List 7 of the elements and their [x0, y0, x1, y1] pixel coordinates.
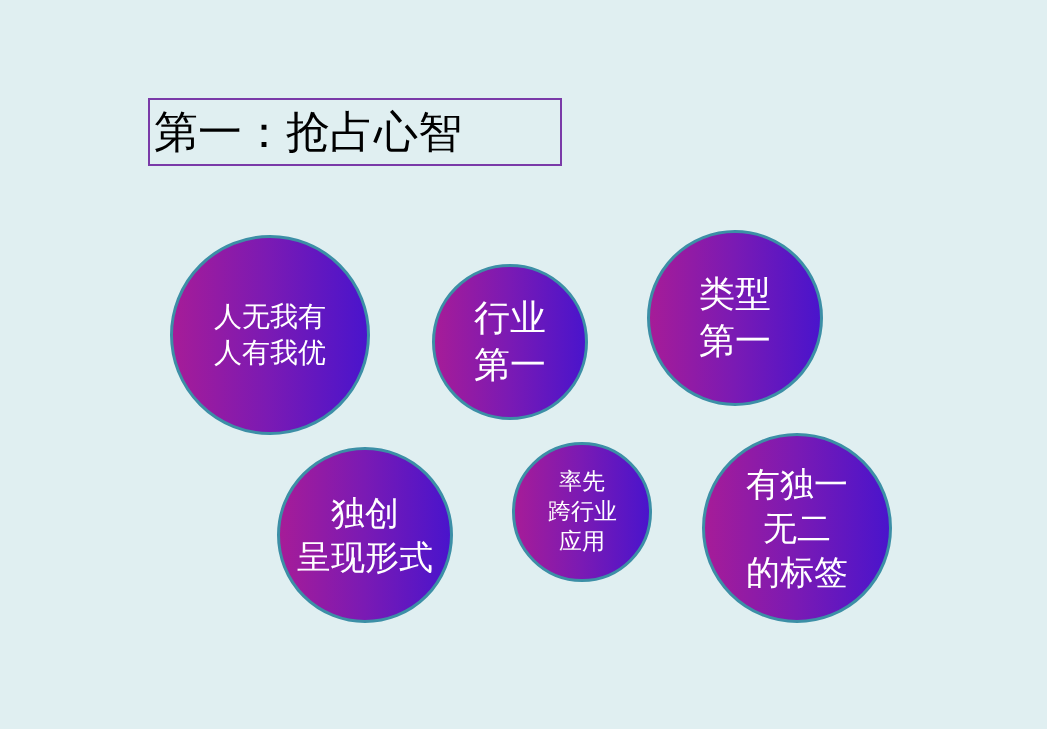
- circle-label: 行业第一: [474, 296, 546, 387]
- circle-label: 人无我有人有我优: [214, 298, 326, 371]
- circle-label: 有独一无二的标签: [746, 462, 848, 595]
- circle-label: 独创呈现形式: [297, 491, 433, 579]
- circle-label: 类型第一: [699, 272, 771, 363]
- title-box: 第一：抢占心智: [148, 98, 562, 166]
- circle-label: 率先跨行业应用: [547, 467, 617, 556]
